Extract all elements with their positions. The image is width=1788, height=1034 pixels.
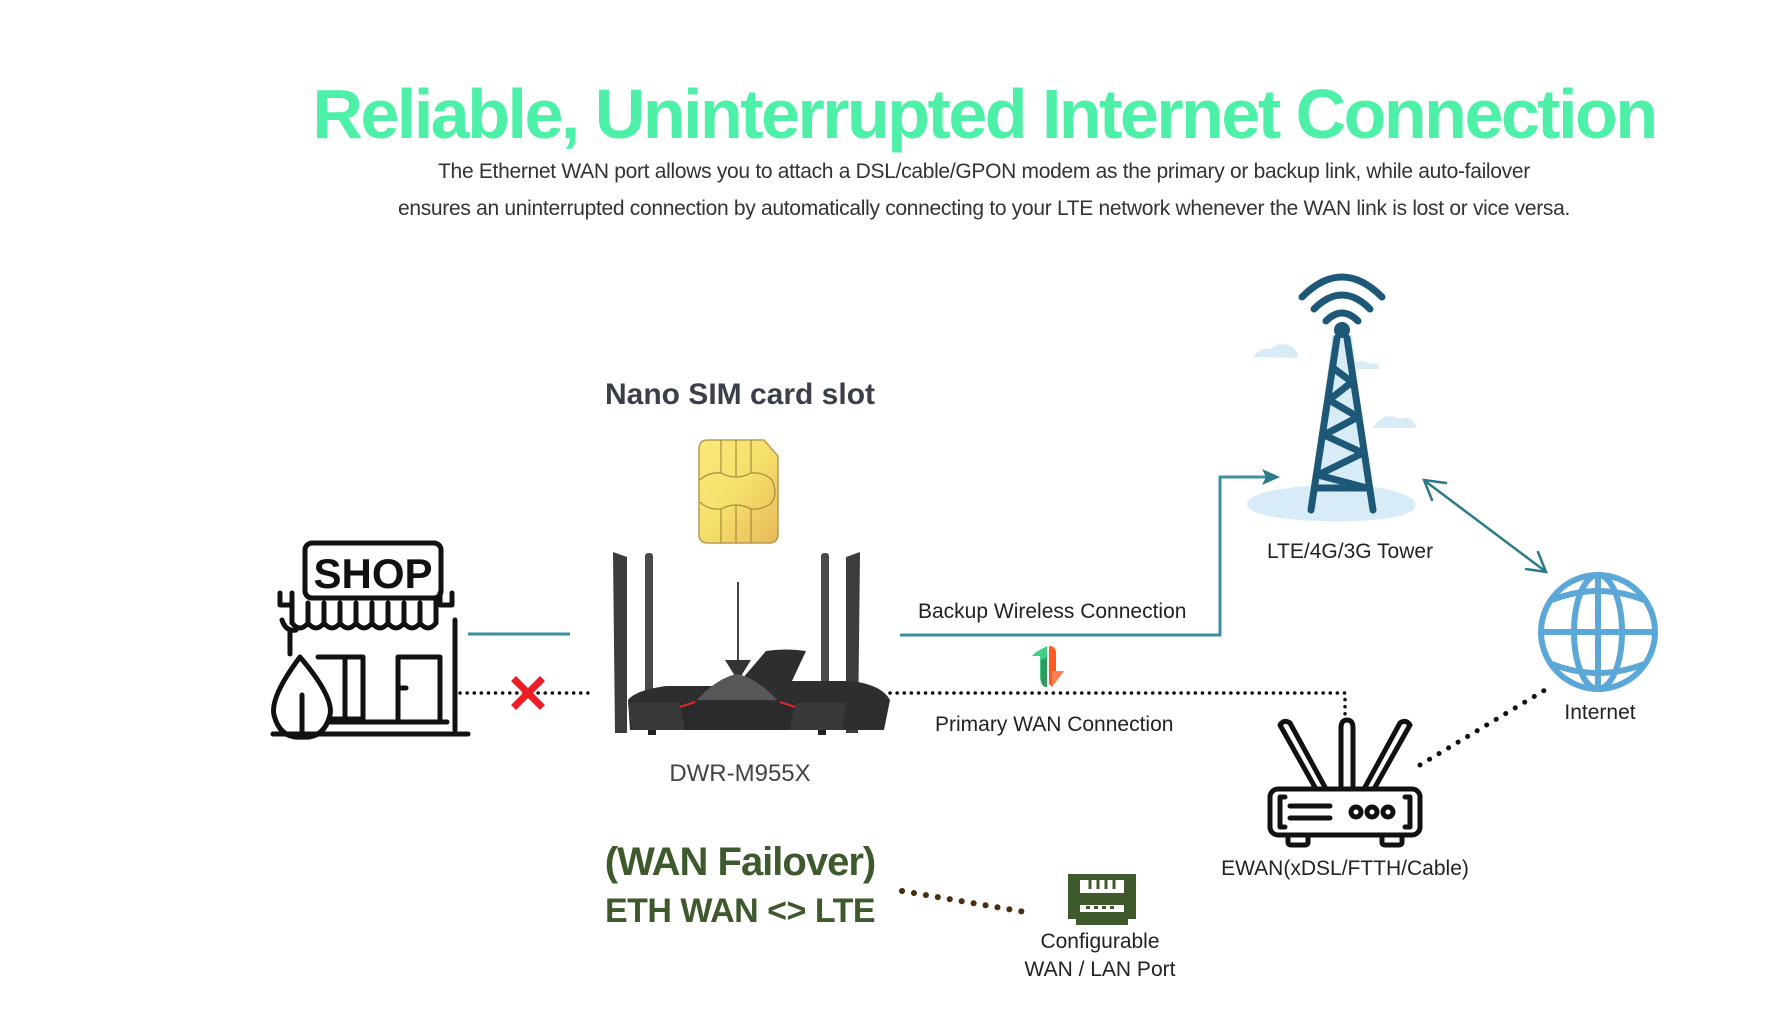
ewan-label: EWAN(xDSL/FTTH/Cable): [1221, 857, 1469, 880]
router-dwr-m955x-icon: [613, 552, 890, 735]
ewan-internet-link: [1417, 687, 1548, 768]
failover-subtitle: ETH WAN <> LTE: [604, 892, 876, 930]
internet-label: Internet: [1564, 701, 1636, 724]
sim-slot-label: Nano SIM card slot: [604, 378, 876, 411]
page-title: Reliable, Uninterrupted Internet Connect…: [312, 75, 1658, 153]
primary-wan-link: [888, 691, 1347, 720]
tower-label: LTE/4G/3G Tower: [1266, 540, 1434, 563]
cell-tower-icon: [1247, 273, 1417, 522]
failover-swap-icon: [1032, 646, 1064, 687]
port-label-line-1: Configurable: [1040, 930, 1160, 953]
failover-title: (WAN Failover): [604, 840, 876, 884]
shop-sign-text: SHOP: [313, 550, 432, 597]
failed-link-icon: [511, 676, 545, 710]
router-model-label: DWR-M955X: [669, 760, 811, 787]
backup-wireless-link: [900, 475, 1270, 637]
internet-globe-icon: [1538, 572, 1658, 692]
ethernet-port-icon: [1068, 874, 1136, 925]
shop-icon: [270, 540, 471, 740]
backup-arrow-icon: [1262, 469, 1280, 485]
primary-connection-label: Primary WAN Connection: [935, 713, 1174, 736]
sim-card-icon: [698, 439, 779, 544]
port-label-line-2: WAN / LAN Port: [1024, 958, 1176, 981]
tower-internet-link: [1422, 478, 1548, 574]
subtitle-line-2: ensures an uninterrupted connection by a…: [397, 197, 1571, 220]
failover-port-link: [899, 888, 1028, 915]
ewan-modem-icon: [1267, 717, 1423, 848]
backup-connection-label: Backup Wireless Connection: [918, 600, 1187, 623]
insert-arrow-icon: [725, 660, 751, 681]
subtitle-line-1: The Ethernet WAN port allows you to atta…: [438, 160, 1530, 183]
